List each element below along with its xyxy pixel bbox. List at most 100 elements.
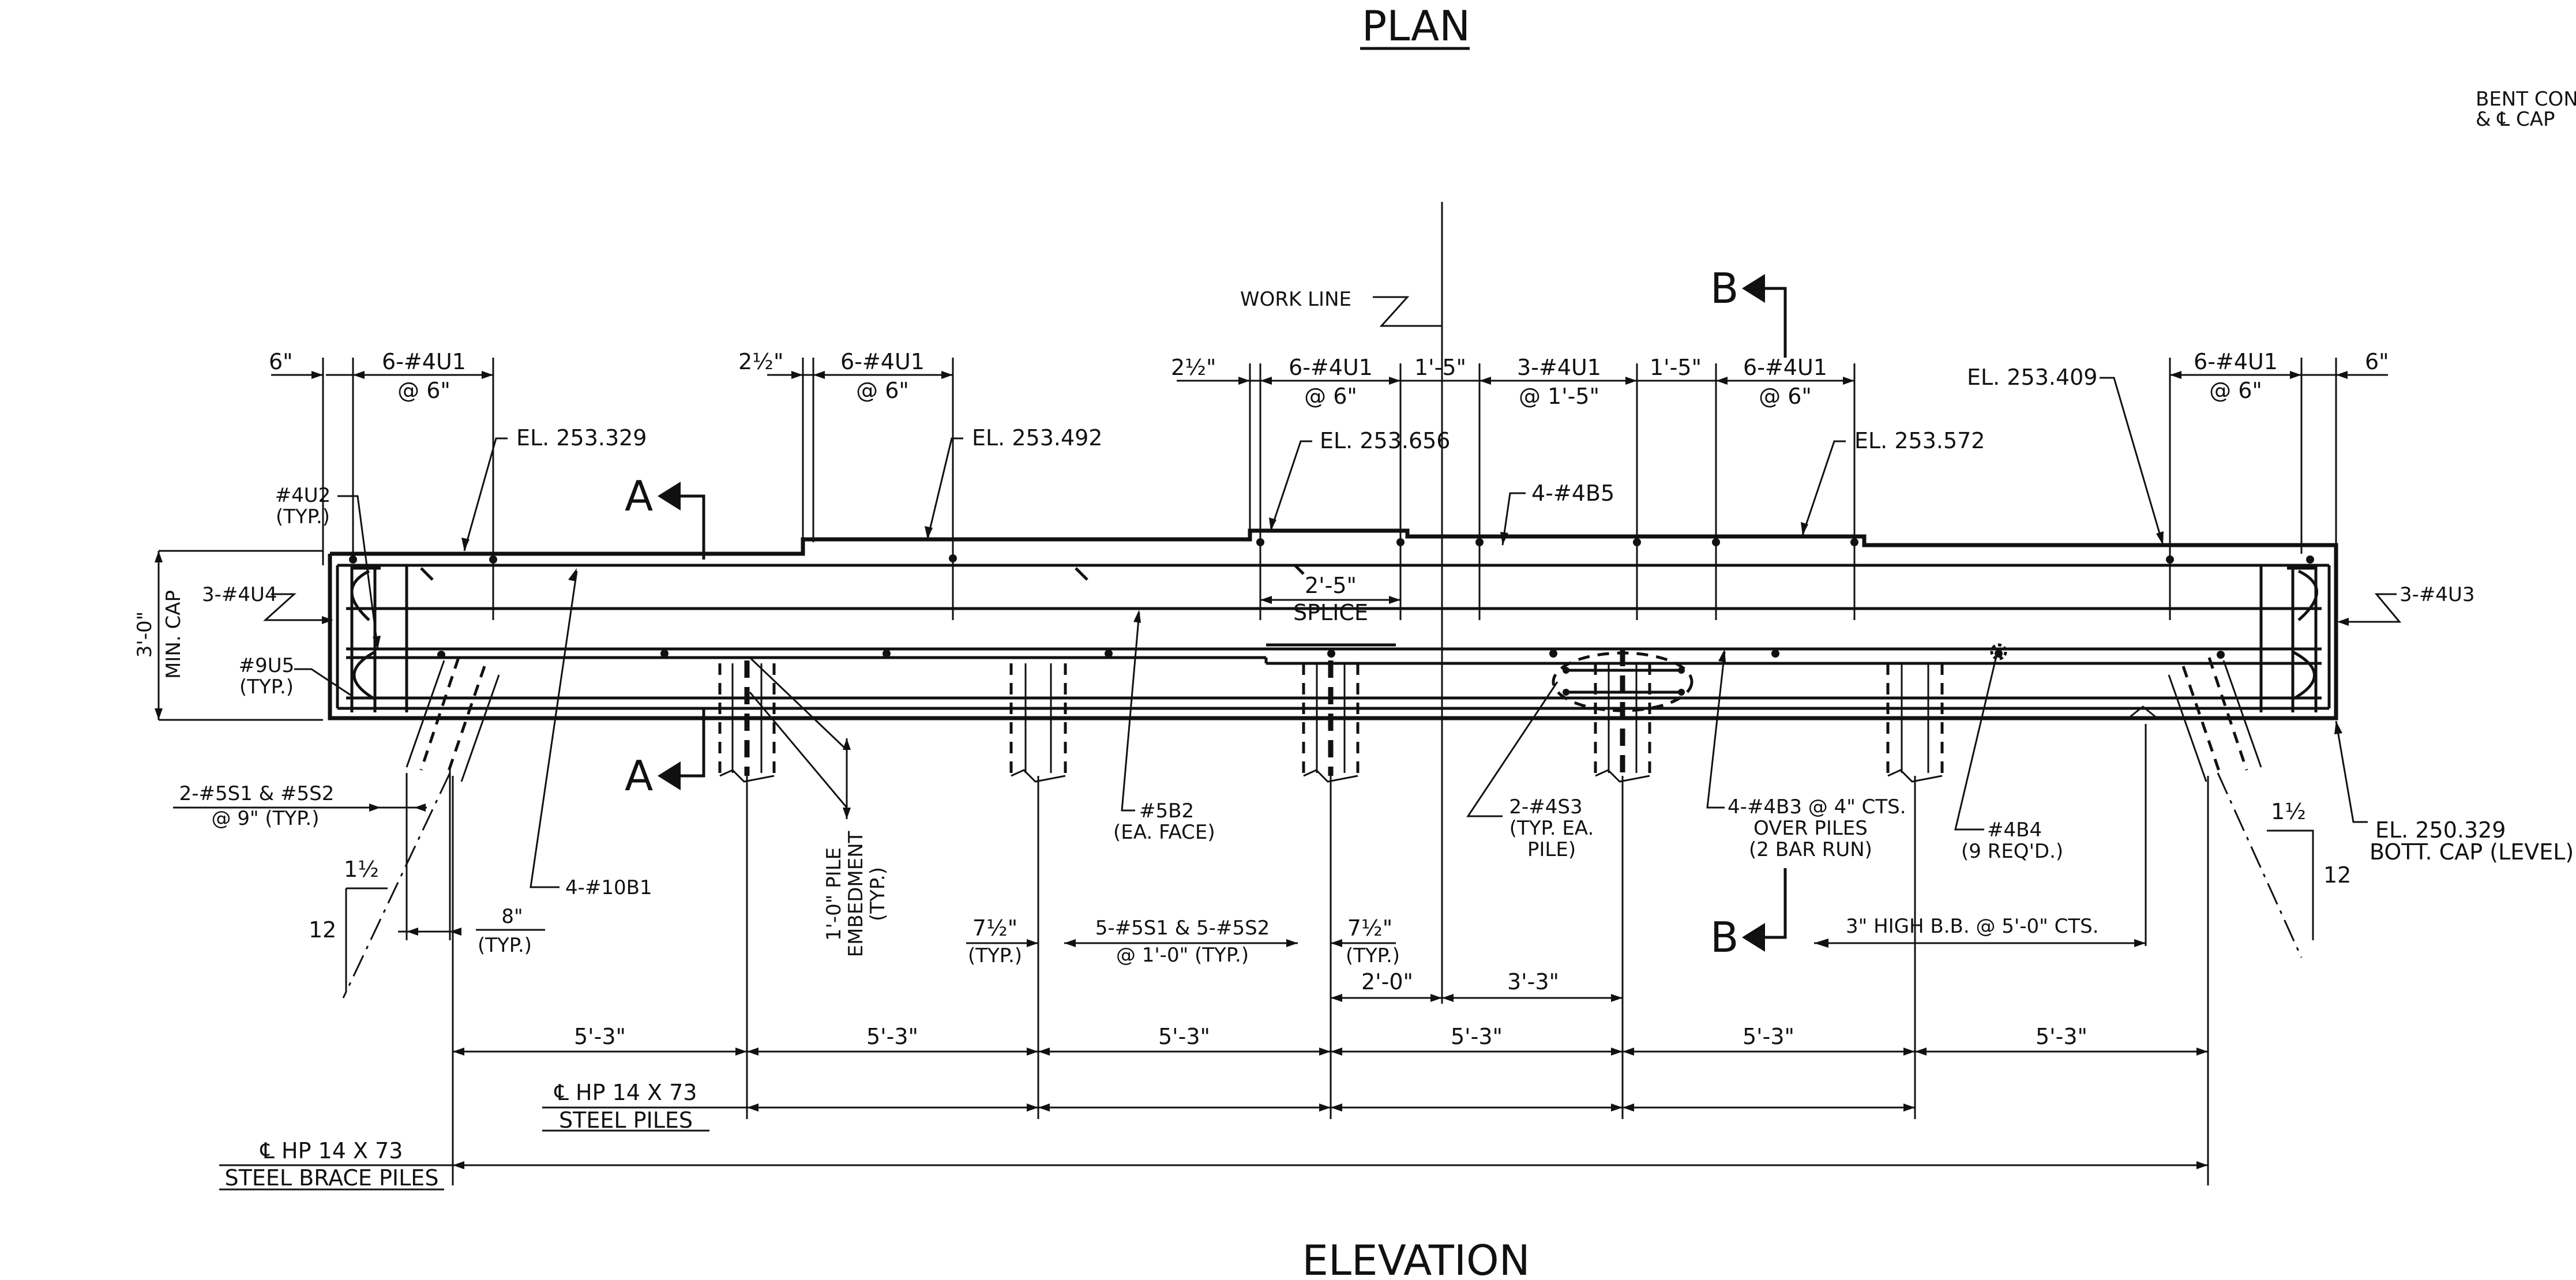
label-9u5-typ: (TYP.): [239, 675, 294, 699]
corner-note-line1: BENT CON: [2476, 88, 2576, 111]
splice-label: SPLICE: [1293, 600, 1368, 625]
batter-left-run: 12: [309, 917, 336, 943]
label-2-4s3-pile: PILE): [1527, 838, 1576, 861]
dim-right-6: 6": [2365, 349, 2389, 374]
dimension-arrowhead: [1915, 1048, 1927, 1056]
dimension-arrowhead: [1038, 1048, 1050, 1056]
dim-g5-spacing: @ 6": [1759, 384, 1812, 409]
dimension-arrowhead: [1331, 1048, 1342, 1056]
span-6: 5'-3": [2036, 1024, 2087, 1049]
section-b-top: B: [1710, 264, 1738, 313]
label-5b2: #5B2: [1139, 799, 1194, 823]
embedment-1: 1'-0" PILE: [823, 847, 846, 941]
section-a-bottom: A: [625, 752, 653, 800]
span-4: 5'-3": [1451, 1024, 1503, 1049]
label-4u2-typ: (TYP.): [276, 505, 330, 528]
vertical-piles: [718, 649, 1944, 783]
dim-g3-spacing: @ 6": [1304, 384, 1357, 409]
embedment-3: (TYP.): [866, 867, 889, 921]
dim-g3-bars: 6-#4U1: [1289, 355, 1373, 380]
dimension-arrowhead: [1027, 1103, 1038, 1112]
dimension-arrowhead: [1623, 1048, 1634, 1056]
dim-seven-half-right-typ: (TYP.): [1346, 944, 1400, 967]
dimension-arrowhead: [453, 1048, 464, 1056]
label-9u5: #9U5: [239, 654, 295, 677]
batter-right-rise: 1½: [2271, 799, 2306, 824]
section-a-top: A: [625, 472, 653, 520]
label-2-4s3-typ: (TYP. EA.: [1509, 817, 1594, 840]
dimension-arrowhead: [1319, 1103, 1331, 1112]
dimension-arrowhead: [1319, 1048, 1331, 1056]
dimension-arrowhead: [1611, 1103, 1623, 1112]
el-253-492: EL. 253.492: [972, 425, 1102, 451]
dim-g1-bars: 6-#4U1: [382, 349, 466, 374]
label-4-4b5: 4-#4B5: [1531, 481, 1614, 506]
dim-seven-half-right: 7½": [1347, 915, 1393, 941]
label-4b4-req: (9 REQ'D.): [1961, 840, 2063, 863]
dimension-arrowhead: [1903, 1103, 1915, 1112]
el-253-409: EL. 253.409: [1967, 365, 2097, 390]
span-arrows: [453, 1048, 2208, 1169]
dim-g4-spacing: @ 1'-5": [1519, 384, 1599, 409]
splice-dim: 2'-5": [1305, 573, 1357, 598]
steel-piles-2: STEEL PILES: [559, 1108, 693, 1133]
label-s1s2: 2-#5S1 & #5S2: [179, 782, 335, 805]
span-2: 5'-3": [866, 1024, 918, 1049]
dimension-arrowhead: [747, 1048, 758, 1056]
dimension-arrowhead: [735, 1048, 747, 1056]
span-3: 5'-3": [1158, 1024, 1210, 1049]
plan-title: PLAN: [1362, 2, 1470, 50]
brace-piles-2: STEEL BRACE PILES: [225, 1165, 439, 1191]
dimension-arrowhead: [453, 1161, 464, 1169]
dim-g2-bars: 6-#4U1: [840, 349, 925, 374]
dim-g6-bars: 6-#4U1: [2194, 349, 2278, 374]
elevation-title: ELEVATION: [1302, 1236, 1530, 1280]
top-bar-dots: [349, 538, 2314, 659]
label-5s1-5s2: 5-#5S1 & 5-#5S2: [1095, 917, 1270, 940]
dim-g5-bars: 6-#4U1: [1743, 355, 1827, 380]
el-253-329: EL. 253.329: [516, 425, 647, 451]
dim-one-five-a: 1'-5": [1414, 355, 1466, 380]
dim-one-five-b: 1'-5": [1650, 355, 1702, 380]
dim-g2-spacing: @ 6": [856, 378, 909, 403]
label-4-10b1: 4-#10B1: [565, 876, 652, 899]
dim-seven-half-left-typ: (TYP.): [968, 944, 1022, 967]
elevation-leaders: [461, 377, 2368, 823]
min-cap-dim: 3'-0": [133, 611, 156, 658]
label-4b3-run: (2 BAR RUN): [1749, 838, 1872, 861]
dim-g6-spacing: @ 6": [2209, 378, 2262, 403]
label-3-4u4: 3-#4U4: [202, 583, 277, 606]
corner-note-line2: & ℄ CAP: [2476, 108, 2555, 131]
dimension-arrowhead: [1027, 1048, 1038, 1056]
label-high-bb: 3" HIGH B.B. @ 5'-0" CTS.: [1846, 915, 2099, 938]
label-4b3: 4-#4B3 @ 4" CTS.: [1728, 795, 1906, 819]
dim-8-typ: (TYP.): [478, 934, 532, 957]
label-3-4u3: 3-#4U3: [2399, 583, 2475, 606]
label-4u2: #4U2: [275, 484, 331, 507]
dimension-arrowhead: [1623, 1103, 1634, 1112]
dimension-arrowhead: [1611, 1048, 1623, 1056]
bott-cap-level: BOTT. CAP (LEVEL): [2370, 839, 2574, 865]
dim-g4-bars: 3-#4U1: [1517, 355, 1601, 380]
label-4b4: #4B4: [1987, 819, 2042, 842]
dimension-arrowhead: [1903, 1048, 1915, 1056]
top-dimension-lines: [271, 358, 2388, 620]
dim-two-half-2: 2½": [1171, 355, 1216, 380]
work-line-label: WORK LINE: [1240, 288, 1351, 311]
label-2-4s3: 2-#4S3: [1509, 795, 1582, 819]
section-b-bottom: B: [1710, 913, 1738, 962]
dimension-arrowhead: [1038, 1103, 1050, 1112]
dim-two-half-1: 2½": [738, 349, 784, 374]
dimension-arrowhead: [1331, 1103, 1342, 1112]
section-marks: [658, 274, 1787, 952]
batter-right-run: 12: [2323, 862, 2351, 888]
min-cap-label: MIN. CAP: [162, 590, 185, 679]
dim-8: 8": [501, 905, 523, 928]
embedment-2: EMBEDMENT: [844, 831, 868, 957]
el-253-572: EL. 253.572: [1854, 428, 1985, 453]
el-253-656: EL. 253.656: [1320, 428, 1450, 453]
span-5: 5'-3": [1743, 1024, 1794, 1049]
steel-piles-1: ℄ HP 14 X 73: [554, 1080, 697, 1105]
dim-3-3: 3'-3": [1507, 969, 1559, 994]
